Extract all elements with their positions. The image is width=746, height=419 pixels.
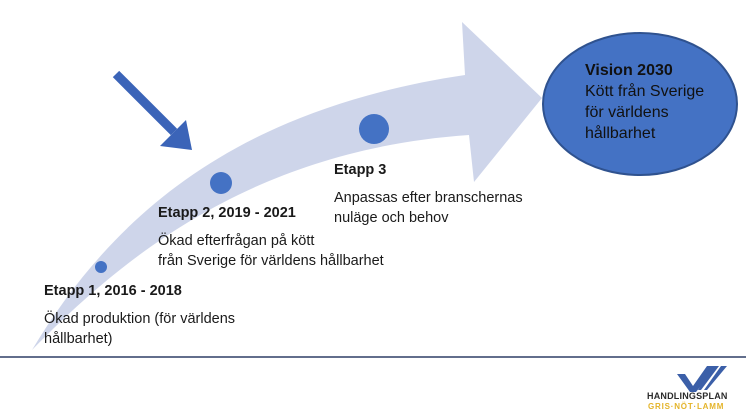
vision-title: Vision 2030 xyxy=(585,62,673,79)
logo: HANDLINGSPLAN GRIS·NÖT·LAMM xyxy=(647,366,742,416)
stage2-line1: Ökad efterfrågan på kött xyxy=(158,233,315,249)
progress-arrow xyxy=(32,22,542,350)
stage2-line2: från Sverige för världens hållbarhet xyxy=(158,253,384,269)
vision-oval xyxy=(542,32,738,176)
stage1-dot xyxy=(95,261,107,273)
logo-check-icon xyxy=(677,366,727,392)
stage2-title: Etapp 2, 2019 - 2021 xyxy=(158,205,296,221)
stage1-line2: hållbarhet) xyxy=(44,331,113,347)
stage1-title: Etapp 1, 2016 - 2018 xyxy=(44,283,182,299)
stage3-line2: nuläge och behov xyxy=(334,210,449,226)
stage3-dot xyxy=(359,114,389,144)
pointer-arrow xyxy=(112,70,192,150)
vision-line1: Kött från Sverige xyxy=(585,83,705,100)
logo-line1: HANDLINGSPLAN xyxy=(647,391,728,401)
stage2-text: Etapp 2, 2019 - 2021 Ökad efterfrågan på… xyxy=(158,203,384,271)
logo-line2: GRIS·NÖT·LAMM xyxy=(648,402,725,411)
stage3-title: Etapp 3 xyxy=(334,162,387,178)
vision-text: Vision 2030 Kött från Sverige för världe… xyxy=(585,60,704,144)
stage2-dot xyxy=(210,172,232,194)
stage1-text: Etapp 1, 2016 - 2018 Ökad produktion (fö… xyxy=(44,281,235,349)
vision-line2: för världens xyxy=(585,104,669,121)
stage3-line1: Anpassas efter branschernas xyxy=(334,190,523,206)
stage3-text: Etapp 3 Anpassas efter branschernas nulä… xyxy=(334,160,523,228)
stage1-line1: Ökad produktion (för världens xyxy=(44,311,236,327)
vision-line3: hållbarhet xyxy=(585,125,656,142)
